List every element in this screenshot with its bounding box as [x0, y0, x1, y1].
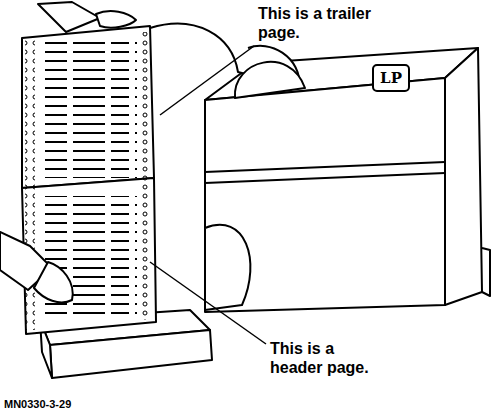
leader-line [150, 262, 266, 344]
printer-leg [482, 248, 490, 296]
hand [96, 11, 136, 27]
printer-seam [205, 162, 445, 172]
printer-front [205, 78, 445, 312]
trailer-sheet [22, 26, 154, 188]
printer-seam [205, 173, 445, 183]
logo-badge: LP [372, 64, 410, 92]
figure-number: MN0330-3-29 [4, 398, 71, 411]
sleeve [38, 2, 100, 32]
paper-box [50, 330, 212, 378]
paper-curl [205, 225, 250, 310]
print-lines [45, 40, 137, 178]
printer-side [445, 48, 482, 305]
paper-curl [235, 62, 305, 98]
callout-label: This is a header page. [270, 339, 385, 377]
leader-line [160, 46, 254, 115]
sprocket-holes [140, 32, 150, 320]
logo-text: LP [380, 69, 402, 87]
hand [34, 262, 73, 302]
header-sheet [22, 178, 156, 334]
callout-label: This is a trailer page. [258, 4, 373, 42]
